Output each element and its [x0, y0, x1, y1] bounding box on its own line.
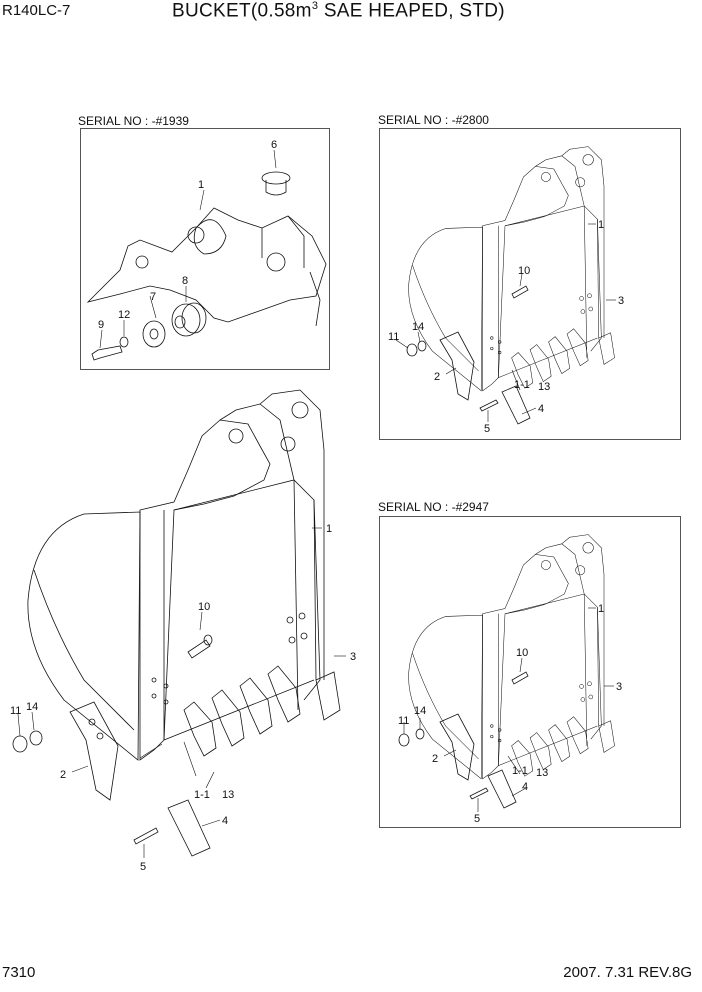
main-side-cutter-part-2 — [69, 701, 119, 801]
top-left-bolt-part-9 — [91, 336, 129, 361]
tr-callout-1-1: 1-1 — [514, 379, 530, 391]
br-callout-3: 3 — [616, 681, 622, 693]
main-callout-13: 13 — [222, 789, 234, 801]
detail-box-top-left — [80, 128, 330, 370]
bottom-right-bucket: 1 10 3 11 14 2 1-1 13 4 5 — [398, 534, 622, 825]
br-callout-4: 4 — [522, 781, 528, 793]
br-callout-1-1: 1-1 — [512, 765, 528, 777]
main-pin-part-5 — [133, 827, 159, 845]
top-left-bushing-part-6 — [261, 171, 291, 196]
tr-callout-10: 10 — [518, 265, 530, 277]
tr-callout-5: 5 — [484, 423, 490, 435]
callout-1: 1 — [198, 179, 204, 191]
top-left-bucket-top — [86, 207, 327, 327]
main-callout-1-1: 1-1 — [194, 789, 210, 801]
callout-8: 8 — [182, 275, 188, 287]
main-callout-5: 5 — [140, 861, 146, 873]
tr-callout-3: 3 — [618, 295, 624, 307]
title-prefix: BUCKET(0.58m — [172, 0, 312, 22]
top-left-washer-part-7 — [142, 320, 166, 348]
main-callout-11: 11 — [10, 705, 21, 717]
tr-callout-1: 1 — [598, 219, 604, 231]
br-callout-11: 11 — [398, 715, 409, 727]
top-left-callouts: 1 6 8 7 12 9 — [98, 139, 277, 331]
tr-callout-2: 2 — [434, 371, 440, 383]
top-left-shim-part-8 — [171, 302, 207, 337]
page-number: 7310 — [2, 964, 36, 981]
br-callout-14: 14 — [414, 705, 426, 717]
title-superscript: 3 — [311, 0, 319, 12]
callout-7: 7 — [150, 291, 156, 303]
title-suffix: SAE HEAPED, STD) — [318, 0, 505, 22]
callout-12: 12 — [118, 309, 130, 321]
br-callout-10: 10 — [516, 647, 528, 659]
tr-callout-13: 13 — [538, 381, 550, 393]
serial-label-top-left: SERIAL NO : -#1939 — [78, 114, 189, 128]
main-callout-14: 14 — [26, 701, 38, 713]
top-right-bucket: 1 10 3 14 11 2 1-1 13 4 5 — [388, 146, 624, 435]
main-tooth-part-4 — [167, 799, 211, 857]
main-bucket: 1 10 3 11 14 2 1-1 13 4 5 — [10, 389, 356, 873]
main-callout-1: 1 — [326, 523, 332, 535]
tr-callout-4: 4 — [538, 403, 544, 415]
br-callout-2: 2 — [432, 753, 438, 765]
callout-9: 9 — [98, 319, 104, 331]
main-callout-10: 10 — [198, 601, 210, 613]
main-callout-4: 4 — [222, 815, 228, 827]
main-callout-3: 3 — [350, 651, 356, 663]
detail-box-bottom-right — [379, 516, 681, 828]
serial-label-top-right: SERIAL NO : -#2800 — [378, 113, 489, 127]
serial-label-bottom-right: SERIAL NO : -#2947 — [378, 500, 489, 514]
br-callout-13: 13 — [536, 767, 548, 779]
revision-date: 2007. 7.31 REV.8G — [563, 964, 692, 981]
tr-callout-11: 11 — [388, 331, 399, 343]
detail-box-top-right — [379, 128, 681, 440]
br-callout-1: 1 — [598, 603, 604, 615]
page-title: BUCKET(0.58m3 SAE HEAPED, STD) — [172, 0, 505, 22]
main-callout-2: 2 — [60, 769, 66, 781]
callout-6: 6 — [271, 139, 277, 151]
model-code: R140LC-7 — [2, 2, 71, 19]
top-left-leaders — [99, 149, 277, 349]
tr-callout-14: 14 — [412, 321, 424, 333]
br-callout-5: 5 — [474, 813, 480, 825]
